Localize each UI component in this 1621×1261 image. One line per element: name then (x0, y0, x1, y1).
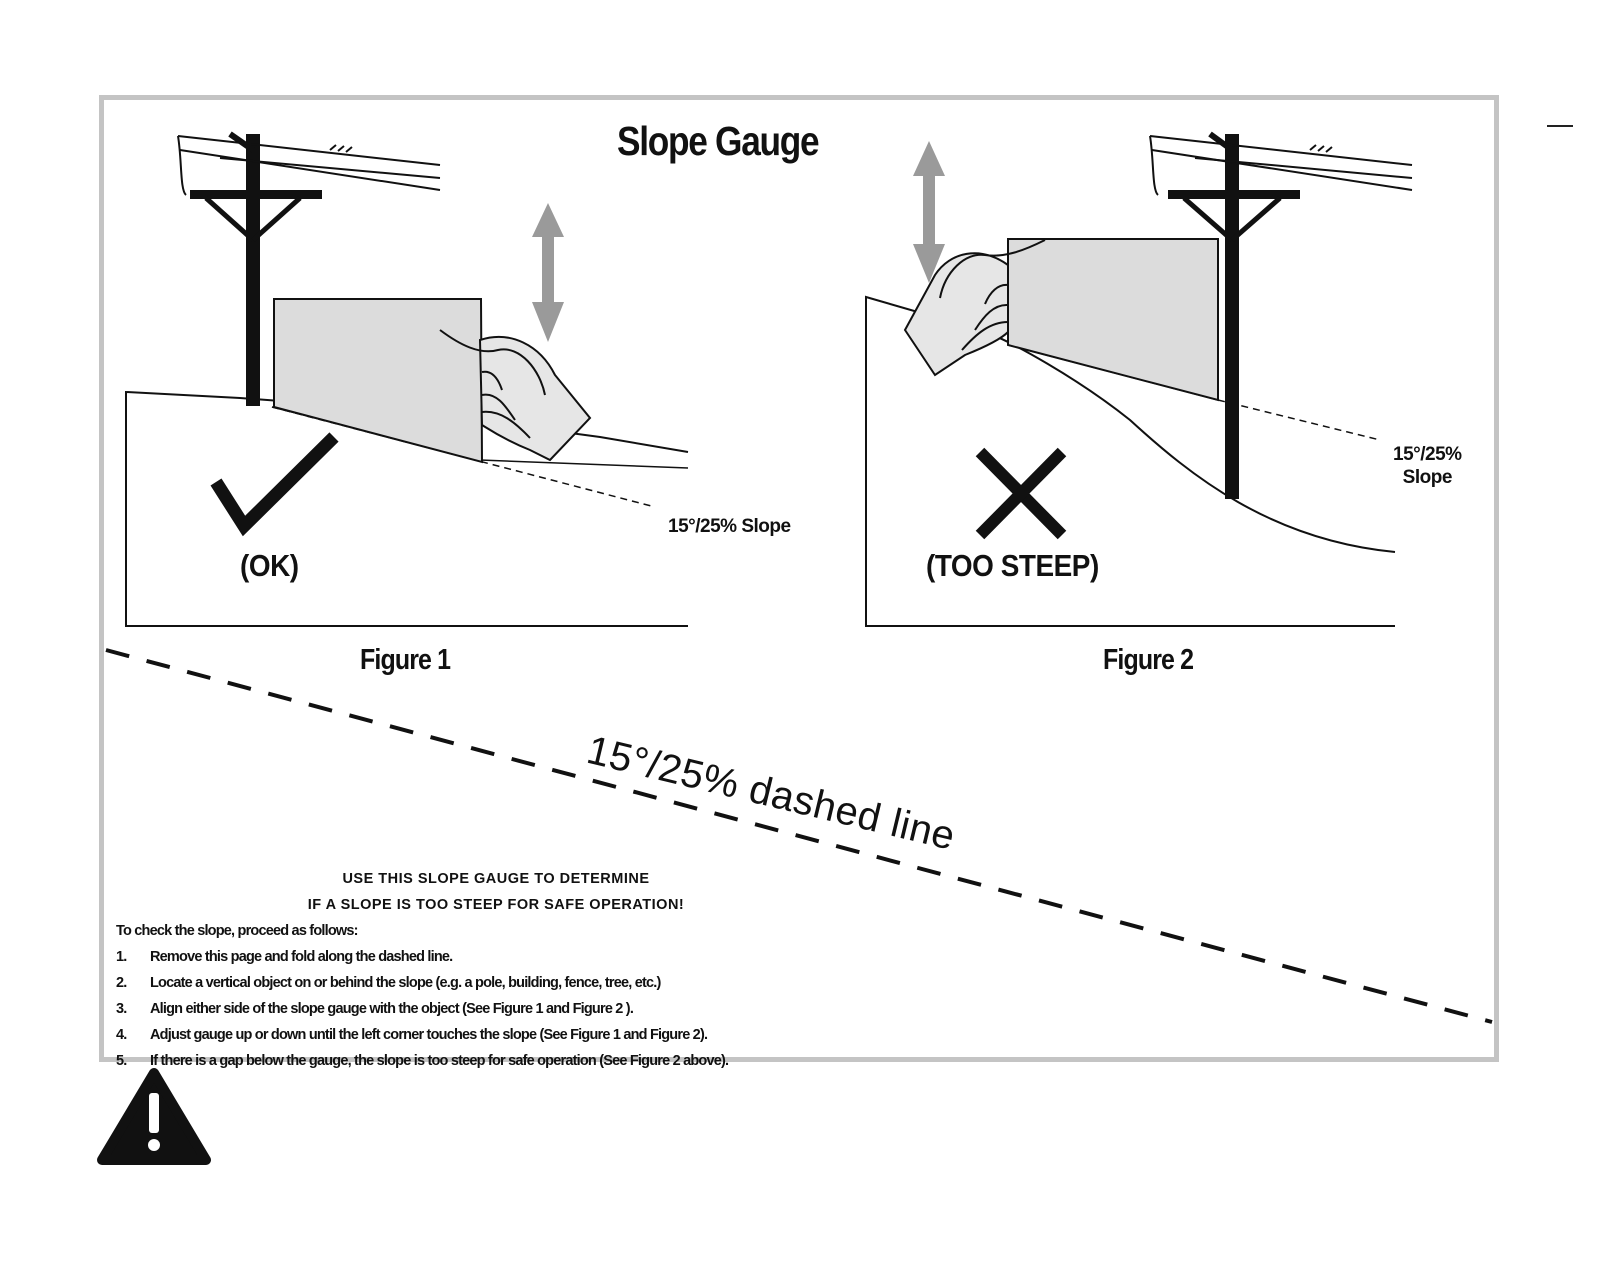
figure-2-slope-label-line2: Slope (1402, 467, 1453, 488)
instructions-intro: To check the slope, proceed as follows: (116, 923, 358, 939)
figure-2-slope-label: 15°/25% Slope (1393, 443, 1462, 489)
utility-pole-icon (1149, 131, 1413, 499)
figure-2-slope-label-line1: 15°/25% (1393, 444, 1462, 465)
x-mark-icon (975, 447, 1067, 540)
figure-1-ground (125, 390, 689, 627)
figure-2-verdict: (TOO STEEP) (926, 548, 1099, 583)
instruction-step: 2. Locate a vertical object on or behind… (116, 970, 996, 996)
instruction-step-number: 2. (116, 975, 127, 991)
figure-1-adjust-arrow-icon (532, 203, 564, 342)
figure-2-adjust-arrow-icon (913, 141, 945, 283)
figure-1-illustration (125, 131, 689, 627)
instruction-step-text: Align either side of the slope gauge wit… (150, 1001, 634, 1017)
instruction-step-number: 4. (116, 1027, 127, 1043)
instructions-heading-line2: IF A SLOPE IS TOO STEEP FOR SAFE OPERATI… (307, 897, 685, 913)
gauge-frame (99, 95, 1499, 1062)
fold-dashed-line (105, 648, 1493, 1024)
instruction-step: 4. Adjust gauge up or down until the lef… (116, 1022, 996, 1048)
figure-2-caption: Figure 2 (1103, 644, 1194, 676)
instruction-step: 3. Align either side of the slope gauge … (116, 996, 996, 1022)
figure-1-gauge-card (273, 298, 484, 464)
page-edge-mark (1547, 125, 1573, 127)
instructions-heading-line1: USE THIS SLOPE GAUGE TO DETERMINE (342, 871, 650, 887)
figure-2-dashed-line (1217, 399, 1381, 441)
instructions-block: USE THIS SLOPE GAUGE TO DETERMINE IF A S… (116, 866, 996, 1074)
instruction-step-text: Adjust gauge up or down until the left c… (150, 1027, 708, 1043)
instruction-step-text: Remove this page and fold along the dash… (150, 949, 453, 965)
figure-1-verdict: (OK) (240, 548, 299, 583)
instruction-step-number: 3. (116, 1001, 127, 1017)
instruction-step: 1. Remove this page and fold along the d… (116, 944, 996, 970)
check-mark-icon (210, 432, 339, 537)
instruction-step-number: 1. (116, 949, 127, 965)
utility-pole-icon (177, 131, 441, 406)
hand-icon (439, 329, 592, 462)
figure-1-slope-label: 15°/25% Slope (668, 516, 791, 537)
instruction-step-text: If there is a gap below the gauge, the s… (150, 1053, 729, 1069)
instruction-step: 5. If there is a gap below the gauge, th… (116, 1048, 996, 1074)
warning-triangle-icon (97, 1068, 211, 1165)
page-title: Slope Gauge (617, 118, 820, 164)
instruction-step-number: 5. (116, 1053, 127, 1069)
hand-icon (903, 239, 1046, 377)
figure-2-gauge-card (1007, 238, 1219, 402)
instruction-step-text: Locate a vertical object on or behind th… (150, 975, 661, 991)
figure-1-caption: Figure 1 (360, 644, 451, 676)
figure-2-illustration (865, 131, 1413, 627)
